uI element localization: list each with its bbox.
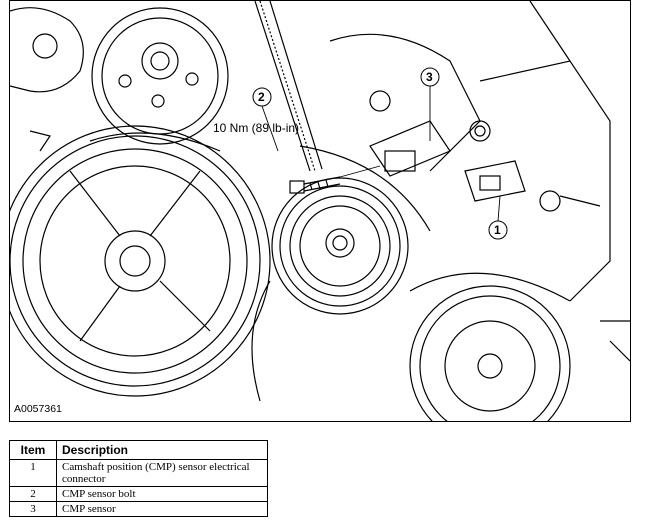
sensor-bolt-drawing [289, 176, 341, 194]
crankshaft-pulley [10, 125, 271, 397]
engine-block [29, 1, 630, 402]
lower-right-pulley [409, 272, 571, 421]
serpentine-belt [89, 1, 431, 232]
legend-item-description: CMP sensor bolt [56, 486, 268, 502]
callout-3: 3 [426, 70, 433, 84]
legend-item-number: 3 [9, 501, 57, 517]
legend-item-description: CMP sensor [56, 501, 268, 517]
legend-item-number: 2 [9, 486, 57, 502]
callout-circles [252, 67, 508, 240]
legend-row: 1 Camshaft position (CMP) sensor electri… [9, 459, 268, 487]
center-idler-pulley [271, 177, 409, 315]
cmp-sensor-drawing [369, 120, 491, 177]
callout-1: 1 [494, 223, 501, 237]
callout-leaders [261, 86, 501, 222]
legend-row: 2 CMP sensor bolt [9, 486, 268, 502]
legend-item-description: Camshaft position (CMP) sensor electrica… [56, 459, 268, 487]
connector-drawing [464, 160, 526, 202]
description-header: Description [56, 440, 268, 460]
legend-table: Item Description 1 Camshaft position (CM… [9, 440, 268, 517]
torque-spec: 10 Nm (89 lb-in) [213, 121, 300, 135]
engine-line-drawing [10, 1, 630, 421]
legend-header-row: Item Description [9, 440, 268, 460]
figure-id: A0057361 [14, 403, 62, 415]
legend-row: 3 CMP sensor [9, 501, 268, 517]
legend-item-number: 1 [9, 459, 57, 487]
engine-illustration: 2 3 1 10 Nm (89 lb-in) A0057361 [9, 0, 631, 422]
top-idler-pulley [91, 7, 229, 145]
upper-left-pulley [10, 7, 84, 93]
callout-2: 2 [258, 90, 265, 104]
item-header: Item [9, 440, 57, 460]
